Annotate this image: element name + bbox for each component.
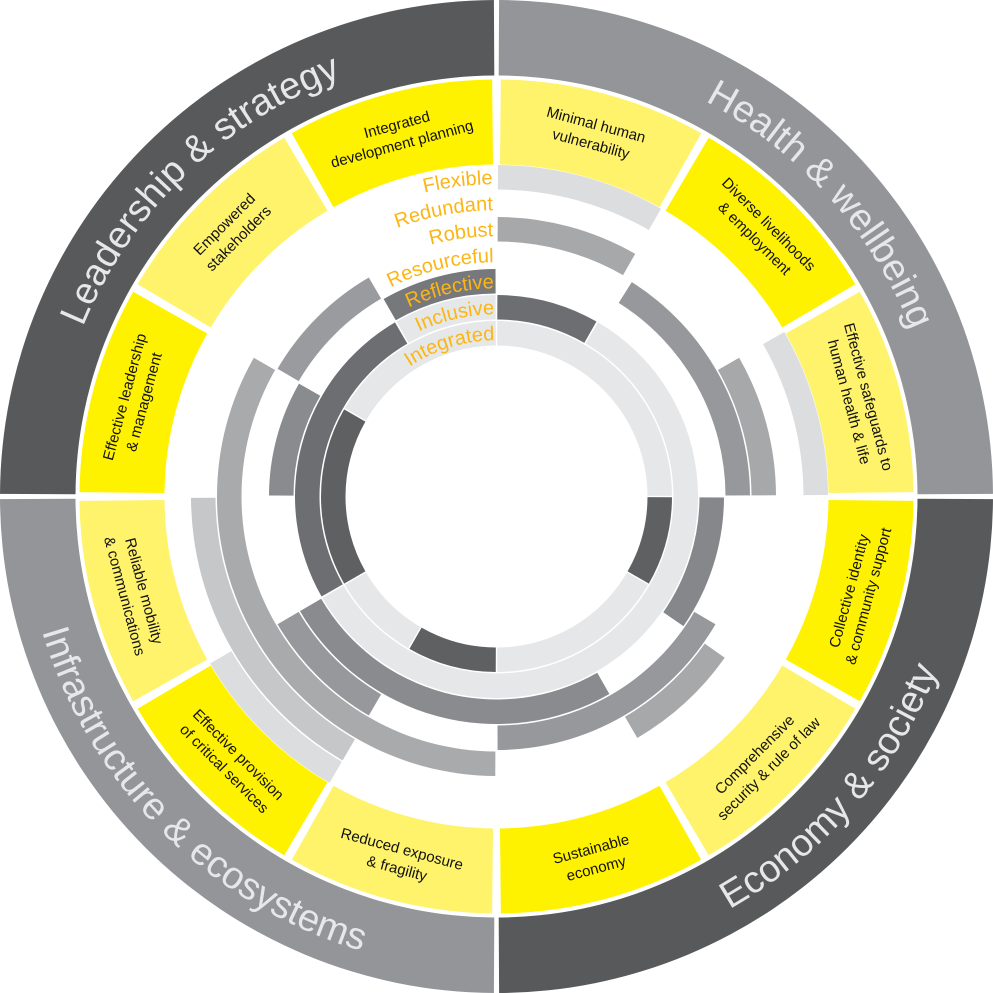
quality-arc-resourceful	[497, 611, 716, 750]
goal-segment-fill	[137, 665, 328, 856]
quality-label-text: Robust	[427, 219, 494, 249]
quality-arc-robust	[624, 643, 725, 738]
quality-arc-robust	[497, 217, 636, 276]
quadrant-segment	[0, 0, 495, 495]
quality-arc-flexible	[210, 651, 342, 783]
quadrant-segment	[0, 498, 495, 993]
goal-segment-fill	[137, 137, 328, 328]
quality-label-text: Flexible	[421, 167, 493, 197]
goal-segment-fill	[79, 499, 208, 702]
goal-segment-fill	[291, 79, 494, 208]
quality-arc-integrated	[409, 627, 496, 672]
quality-arc-integrated	[344, 572, 421, 649]
goal-segment-fill	[499, 785, 702, 914]
quadrant-segment	[498, 498, 993, 993]
goal-segment[interactable]: Integrateddevelopment planning	[291, 79, 494, 208]
quality-arc-resourceful	[277, 611, 382, 716]
goal-segment-fill	[291, 785, 494, 914]
goal-segment[interactable]: Reduced exposure& fragility	[291, 785, 494, 914]
goal-segment-fill	[665, 137, 856, 328]
goal-segment[interactable]: Collective identity& community support	[785, 499, 914, 702]
quality-label: Robust	[427, 219, 494, 249]
quality-arc-integrated	[344, 321, 496, 421]
quality-arc-reflective	[383, 269, 496, 321]
quality-arc-reflective	[299, 598, 610, 725]
quality-arc-flexible	[497, 165, 661, 230]
quality-arc-inclusive	[396, 295, 496, 343]
goal-segment[interactable]: Effective leadership& management	[79, 291, 208, 494]
goal-segment-fill	[785, 291, 914, 494]
quality-arc-reflective	[269, 383, 321, 496]
quality-arc-robust	[216, 357, 496, 776]
goal-segment[interactable]: Minimal humanvulnerability	[499, 79, 702, 208]
quality-arc-integrated	[497, 321, 672, 496]
quality-arc-flexible	[763, 332, 828, 496]
quality-arc-robust	[717, 357, 776, 496]
goal-segment[interactable]: Sustainableeconomy	[499, 785, 702, 914]
quality-arc-inclusive	[294, 322, 408, 597]
quality-arc-resourceful	[277, 277, 382, 382]
quality-arcs	[191, 165, 828, 783]
quality-arc-resourceful	[618, 282, 750, 496]
quality-arc-redundant	[191, 497, 355, 761]
quality-arc-inclusive	[497, 295, 597, 343]
goal-segment-fill	[665, 665, 856, 856]
quality-label: Flexible	[421, 167, 493, 197]
goal-segment-fill	[499, 79, 702, 208]
quadrant-segment	[498, 0, 993, 495]
quality-arc-integrated	[627, 497, 672, 584]
quality-arc-reflective	[663, 497, 724, 627]
goal-segment[interactable]: Empoweredstakeholders	[137, 137, 328, 328]
goal-segment[interactable]: Reliable mobility& communications	[79, 499, 208, 702]
quality-arc-integrated	[497, 572, 649, 672]
goal-segment[interactable]: Diverse livelihoods& employment	[665, 137, 856, 328]
goal-segment-fill	[785, 499, 914, 702]
quality-arc-integrated	[321, 409, 366, 584]
goal-segment-fill	[79, 291, 208, 494]
